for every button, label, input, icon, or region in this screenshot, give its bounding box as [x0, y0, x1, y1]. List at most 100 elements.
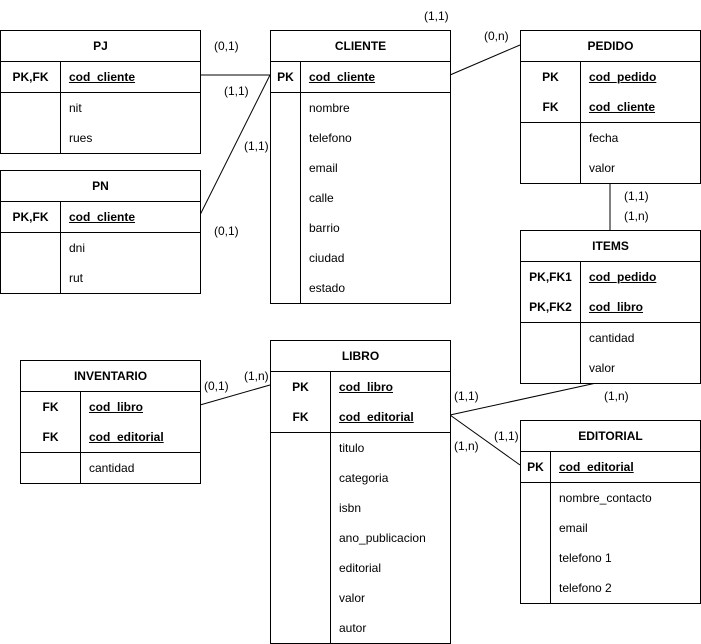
key-label: PK [521, 62, 581, 92]
entity-title: INVENTARIO [21, 361, 200, 392]
attribute-row: titulo [271, 433, 450, 463]
attribute-row: dni [1, 233, 200, 263]
key-row: FK cod_libro [21, 392, 200, 422]
cardinality-label: (0,n) [484, 29, 509, 43]
attribute: email [559, 521, 588, 535]
cardinality-label: (0,1) [214, 224, 239, 238]
attribute: telefono 1 [559, 551, 612, 565]
attribute-row: isbn [271, 493, 450, 523]
entity-inventario[interactable]: INVENTARIO FK cod_libro FK cod_editorial… [20, 360, 201, 484]
empty-key-cell [271, 213, 301, 243]
key-label: PK [271, 62, 301, 92]
entity-pedido[interactable]: PEDIDO PK cod_pedido FK cod_cliente fech… [520, 30, 701, 184]
entity-pj[interactable]: PJ PK,FK cod_cliente nit rues [0, 30, 201, 154]
key-label: PK [271, 372, 331, 402]
attribute: cantidad [589, 331, 635, 345]
attribute: valor [339, 591, 366, 605]
attribute: telefono 2 [559, 581, 612, 595]
key-label: PK,FK [1, 202, 61, 232]
empty-key-cell [521, 153, 581, 183]
attribute-row: email [271, 153, 450, 183]
key-row: PK,FK2 cod_libro [521, 292, 700, 322]
items-libro-line [449, 379, 611, 416]
key-attribute: cod_editorial [559, 460, 634, 474]
inventario-libro-line [199, 384, 271, 406]
attribute: valor [589, 361, 616, 375]
empty-key-cell [521, 123, 581, 153]
attribute-row: telefono 2 [521, 573, 700, 603]
attribute-row: nit [1, 93, 200, 123]
empty-key-cell [1, 233, 61, 263]
key-label: PK,FK2 [521, 292, 581, 322]
attribute-row: valor [521, 353, 700, 383]
attribute: email [309, 161, 338, 175]
cardinality-label: (1,n) [604, 389, 629, 403]
empty-key-cell [21, 453, 81, 483]
attribute: fecha [589, 131, 619, 145]
attribute-row: autor [271, 613, 450, 643]
key-label: PK [521, 452, 551, 482]
empty-key-cell [521, 323, 581, 353]
entity-title: LIBRO [271, 341, 450, 372]
empty-key-cell [271, 93, 301, 123]
key-row: FK cod_editorial [21, 422, 200, 452]
attribute-row: cantidad [21, 453, 200, 483]
key-row: PK cod_cliente [271, 62, 450, 92]
attribute: ano_publicacion [339, 531, 426, 545]
attribute: nombre [309, 101, 350, 115]
key-row: PK cod_editorial [521, 452, 700, 482]
key-attribute: cod_editorial [339, 410, 414, 424]
attribute: categoria [339, 471, 389, 485]
key-attribute: cod_cliente [589, 100, 656, 114]
entity-pn[interactable]: PN PK,FK cod_cliente dni rut [0, 170, 201, 294]
cardinality-label: (1,n) [244, 369, 269, 383]
empty-key-cell [271, 523, 331, 553]
key-attribute: cod_pedido [589, 70, 657, 84]
cardinality-label: (1,n) [454, 439, 479, 453]
attribute: valor [589, 161, 616, 175]
entity-editorial[interactable]: EDITORIAL PK cod_editorial nombre_contac… [520, 420, 701, 604]
empty-key-cell [271, 243, 301, 273]
cardinality-label: (1,1) [224, 84, 249, 98]
attribute: dni [69, 241, 86, 255]
attribute: nit [69, 101, 82, 115]
cardinality-label: (1,1) [494, 429, 519, 443]
attribute-row: email [521, 513, 700, 543]
empty-key-cell [271, 183, 301, 213]
key-attribute: cod_cliente [309, 70, 376, 84]
empty-key-cell [271, 583, 331, 613]
attribute-row: editorial [271, 553, 450, 583]
attribute-row: rues [1, 123, 200, 153]
entity-title: PN [1, 171, 200, 202]
attribute: rut [69, 271, 84, 285]
attribute-row: telefono 1 [521, 543, 700, 573]
empty-key-cell [271, 613, 331, 643]
empty-key-cell [271, 493, 331, 523]
cardinality-label: (0,1) [204, 379, 229, 393]
key-row: PK cod_libro [271, 372, 450, 402]
cardinality-label: (1,n) [624, 209, 649, 223]
attribute-row: calle [271, 183, 450, 213]
cliente-pedido-line [449, 44, 521, 76]
key-attribute: cod_cliente [69, 210, 136, 224]
attribute-row: telefono [271, 123, 450, 153]
key-label: FK [271, 402, 331, 432]
entity-cliente[interactable]: CLIENTE PK cod_cliente nombre telefono e… [270, 30, 451, 304]
attribute: ciudad [309, 251, 345, 265]
empty-key-cell [521, 573, 551, 603]
key-row: PK,FK1 cod_pedido [521, 262, 700, 292]
attribute: autor [339, 621, 367, 635]
attribute-row: categoria [271, 463, 450, 493]
entity-libro[interactable]: LIBRO PK cod_libro FK cod_editorial titu… [270, 340, 451, 644]
entity-title: ITEMS [521, 231, 700, 262]
empty-key-cell [271, 553, 331, 583]
empty-key-cell [521, 513, 551, 543]
attribute-row: nombre_contacto [521, 483, 700, 513]
key-attribute: cod_libro [89, 400, 144, 414]
cardinality-label: (1,1) [624, 189, 649, 203]
empty-key-cell [521, 353, 581, 383]
entity-items[interactable]: ITEMS PK,FK1 cod_pedido PK,FK2 cod_libro… [520, 230, 701, 384]
key-attribute: cod_libro [589, 300, 644, 314]
cardinality-label: (0,1) [214, 39, 239, 53]
